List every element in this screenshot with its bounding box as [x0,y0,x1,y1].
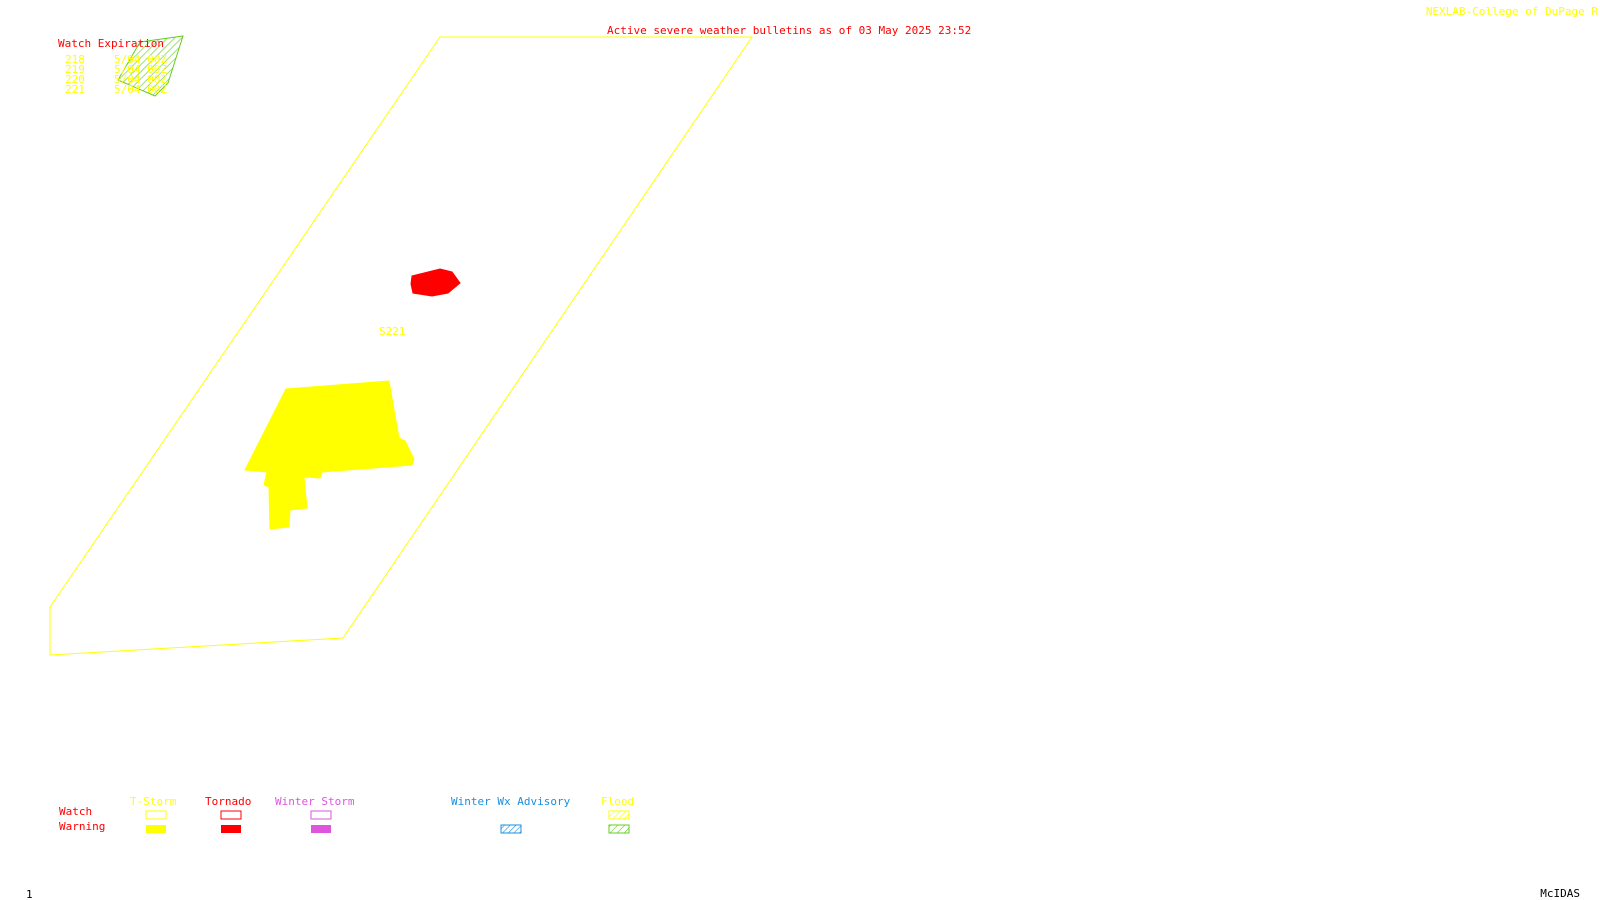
watch-number: 218 [65,53,85,66]
watch-expiration-heading: Watch Expiration [58,37,164,50]
tstorm-warning-polygon [244,380,415,530]
legend-winter-storm-label: Winter Storm [275,795,355,808]
tornado-warning-polygon [410,268,461,297]
software-label: McIDAS [1540,887,1580,900]
watch-expiration-time: 5/04 00Z [114,53,167,66]
legend-tstorm-warning-swatch [146,825,166,833]
severe-tstorm-watch-outline [49,36,753,656]
flood-warning-polygon [117,35,184,97]
credit-label: NEXLAB-College of DuPage R [1426,5,1599,18]
legend-flood-label: Flood [601,795,634,808]
legend-winter-wx-advisory-label: Winter Wx Advisory [451,795,571,808]
watch-expiration-time: 5/04 00Z [114,73,167,86]
frame-number: 1 [26,888,33,900]
bulletin-title: Active severe weather bulletins as of 03… [607,24,971,37]
legend-tornado-label: Tornado [205,795,251,808]
watch-number: 220 [65,73,85,86]
watch-expiration-time: 5/04 00Z [114,63,167,76]
legend-tstorm-watch-swatch [145,810,167,820]
legend-flood-warning-swatch [608,824,630,834]
watch-label: S221 [379,325,406,338]
watch-expiration-table: Watch Expiration 218 5/04 00Z 219 5/04 00Z 2… [58,37,167,96]
legend-watch-row-label: Watch [59,805,92,818]
legend-winter-storm-warning-swatch [311,825,331,833]
legend-tornado-warning-swatch [221,825,241,833]
legend-tornado-watch-swatch [220,810,242,820]
legend-winter-storm-watch-swatch [310,810,332,820]
legend-flood-watch-swatch [608,810,630,820]
watch-number: 221 [65,83,85,96]
legend-tstorm-label: T-Storm [130,795,177,808]
legend: Watch Warning T-Storm Tornado Winter Sto… [59,795,634,834]
watch-number: 219 [65,63,85,76]
legend-winter-wx-advisory-swatch [500,824,522,834]
legend-warning-row-label: Warning [59,820,105,833]
watch-expiration-time: 5/04 00Z [114,83,167,96]
